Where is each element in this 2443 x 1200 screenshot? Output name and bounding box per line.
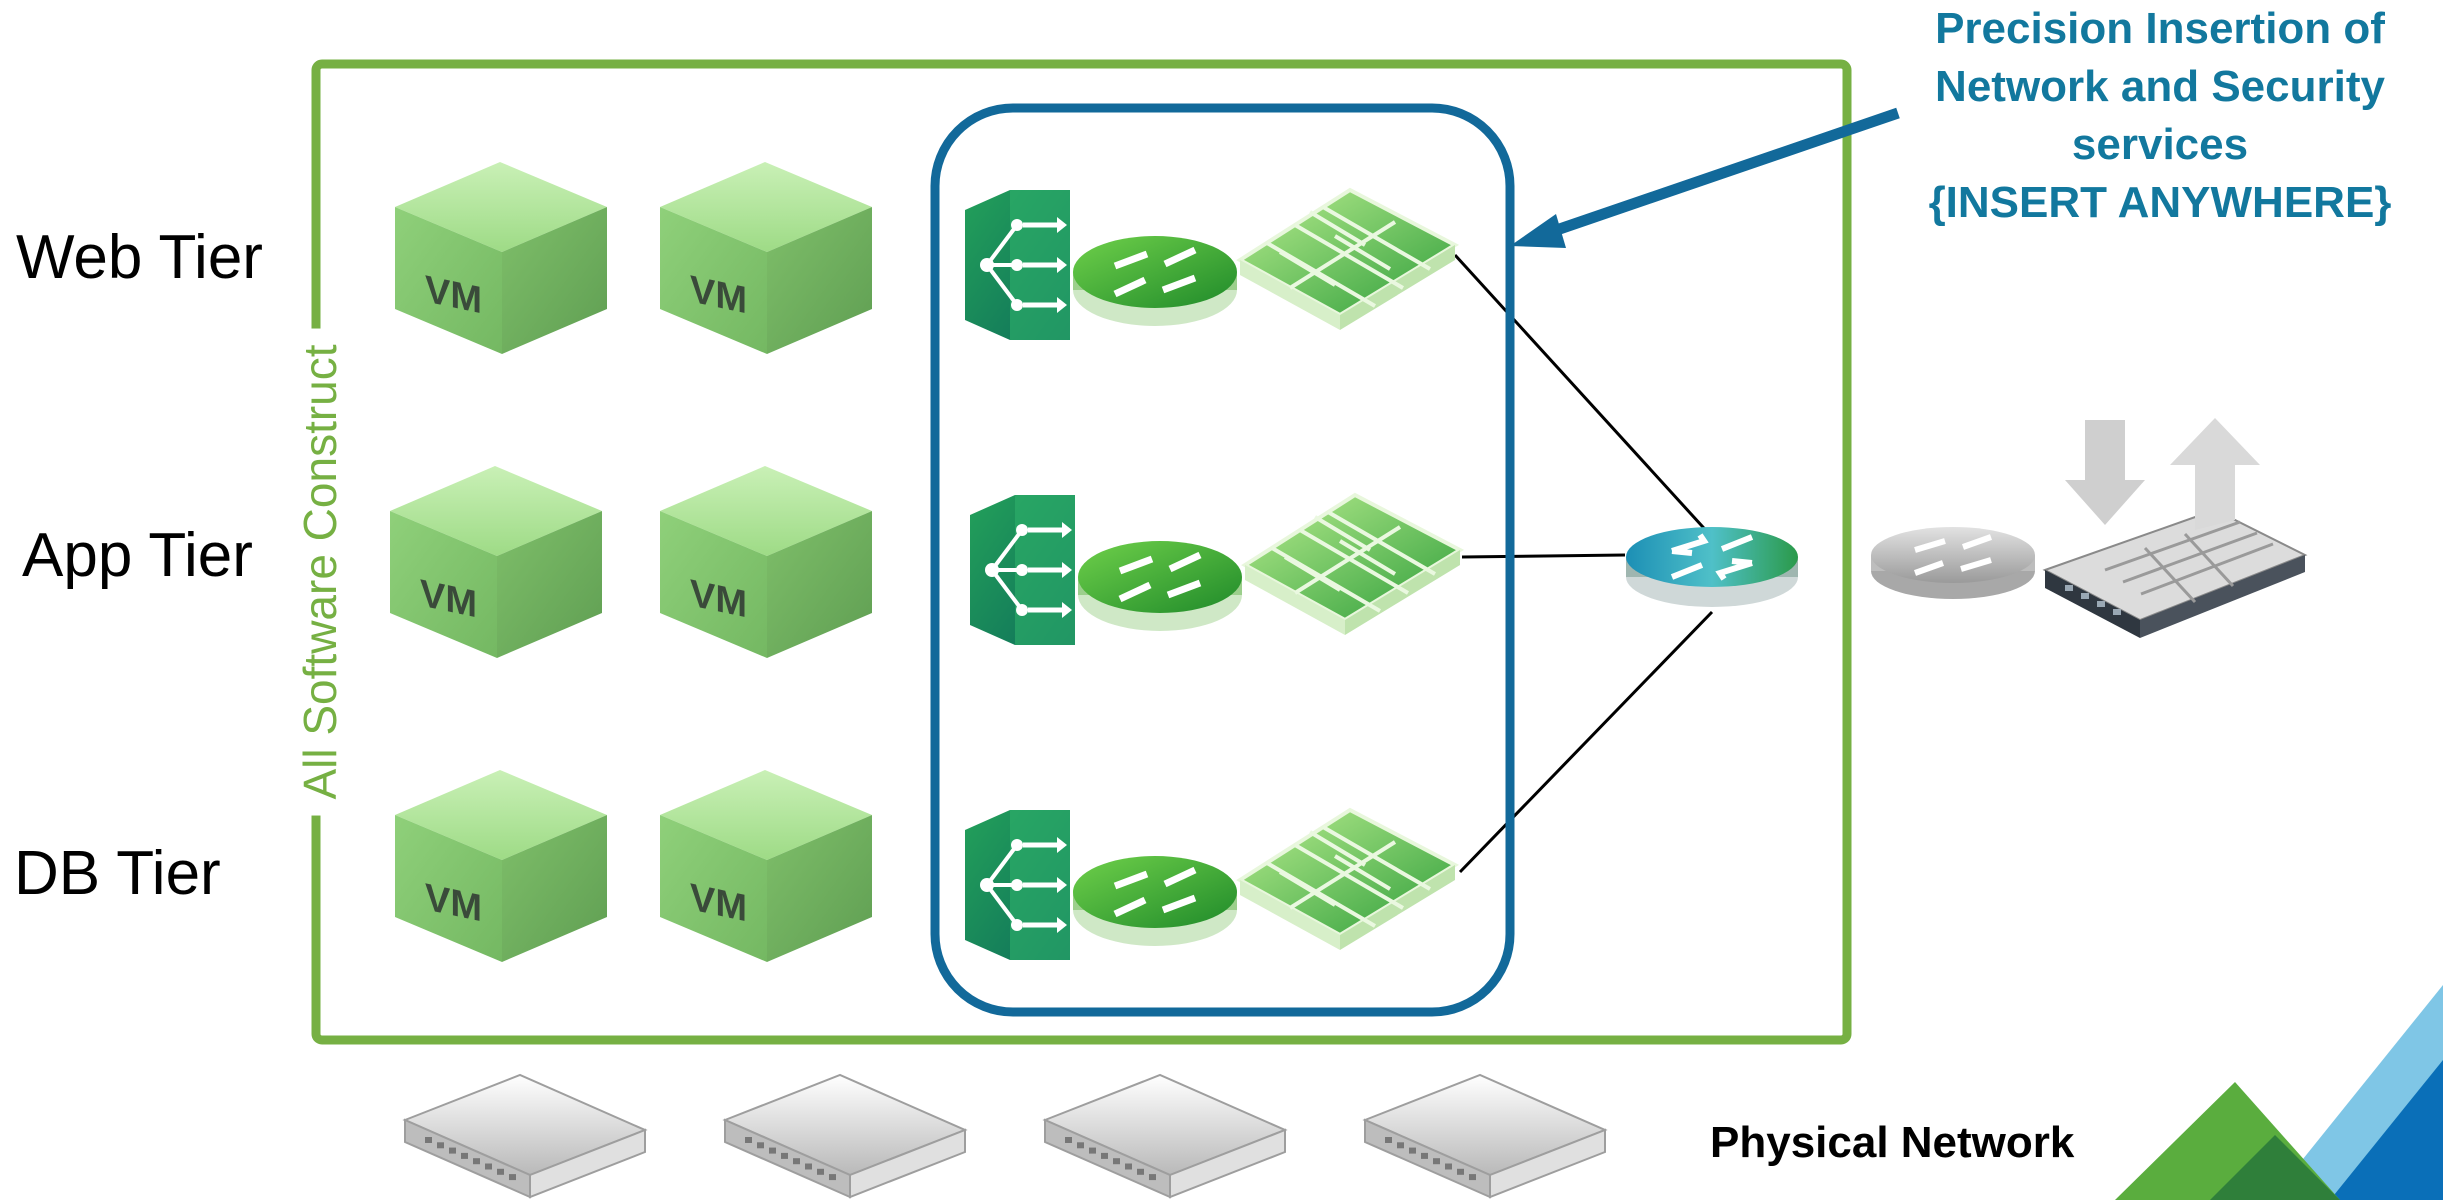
connector-lines [1453, 253, 1714, 874]
physical-network-label: Physical Network [1710, 1118, 2075, 1167]
callout-line: {INSERT ANYWHERE} [1928, 178, 2392, 227]
vm-cube-icon: VM [395, 770, 607, 962]
callout-text: Precision Insertion of Network and Secur… [1880, 0, 2440, 232]
service-insertion-box [930, 103, 1515, 1017]
physical-switch-icon [1362, 1073, 1608, 1199]
tier-label-db: DB Tier [14, 839, 221, 908]
router-icon [1073, 236, 1237, 326]
service-group [970, 492, 1465, 645]
tier-label-app: App Tier [22, 521, 253, 590]
firewall-icon [1236, 807, 1460, 950]
firewall-icon [1241, 492, 1465, 635]
vm-cube-icon: VM [660, 770, 872, 962]
vm-cube-icon: VM [395, 162, 607, 354]
firewall-icon [1236, 187, 1460, 330]
callout-line: Precision Insertion of [1935, 4, 2385, 53]
distributed-router-icon [1626, 527, 1798, 607]
physical-router-icon [1871, 527, 2035, 599]
physical-switch-icon [1042, 1073, 1288, 1199]
load-balancer-icon [970, 495, 1075, 645]
corner-decoration [2115, 985, 2443, 1200]
vm-cube-icon: VM [660, 466, 872, 658]
physical-switch-icon [402, 1073, 648, 1199]
software-construct-label: All Software Construct [293, 328, 347, 816]
callout-line: Network and Security [1935, 62, 2385, 111]
tier-label-web: Web Tier [16, 223, 263, 292]
service-group [965, 187, 1460, 340]
router-icon [1078, 541, 1242, 631]
vm-cube-icon: VM [660, 162, 872, 354]
callout-arrow [1510, 107, 1900, 248]
router-icon [1073, 856, 1237, 946]
load-balancer-icon [965, 810, 1070, 960]
physical-switch-icon [722, 1073, 968, 1199]
vm-cube-icon: VM [390, 466, 602, 658]
load-balancer-icon [965, 190, 1070, 340]
physical-firewall-icon [2042, 418, 2308, 638]
callout-line: services [2071, 120, 2249, 169]
service-group [965, 807, 1460, 960]
